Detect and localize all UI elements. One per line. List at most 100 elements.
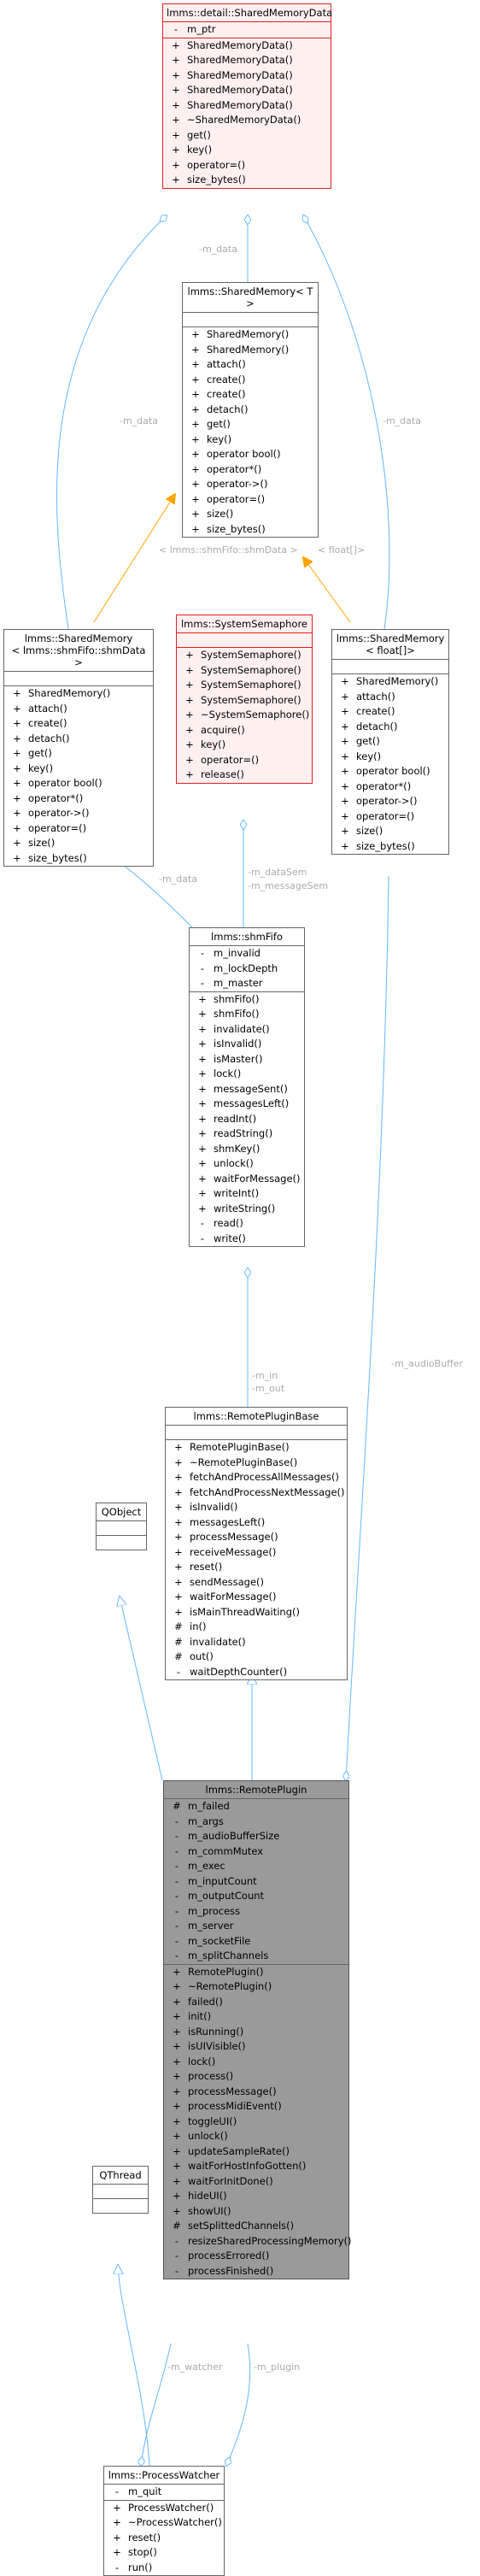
attribute-row[interactable]: -m_quit	[104, 2485, 224, 2500]
class-box-shared-memory-shmdata[interactable]: lmms::SharedMemory< lmms::shmFifo::shmDa…	[3, 629, 154, 867]
attribute-row[interactable]: -m_inputCount	[164, 1874, 348, 1890]
method-row[interactable]: +toggleUI()	[164, 2114, 348, 2130]
method-row[interactable]: #invalidate()	[166, 1635, 347, 1650]
method-row[interactable]: +isMainThreadWaiting()	[166, 1605, 347, 1620]
class-box-shared-memory-float[interactable]: lmms::SharedMemory< float[]>+SharedMemor…	[331, 629, 449, 855]
method-row[interactable]: +key()	[332, 750, 448, 765]
method-row[interactable]: +shmFifo()	[190, 992, 304, 1008]
method-row[interactable]: +operator->()	[183, 477, 318, 492]
class-box-qobject[interactable]: QObject	[96, 1503, 147, 1550]
method-row[interactable]: +isInvalid()	[166, 1500, 347, 1515]
attribute-row[interactable]: #m_failed	[164, 1799, 348, 1814]
method-row[interactable]: -processErrored()	[164, 2249, 348, 2264]
method-row[interactable]: +~SystemSemaphore()	[177, 708, 312, 723]
method-row[interactable]: +waitForMessage()	[166, 1590, 347, 1605]
method-row[interactable]: +reset()	[104, 2531, 224, 2546]
attribute-row[interactable]: -m_splitChannels	[164, 1949, 348, 1964]
method-row[interactable]: +shmFifo()	[190, 1007, 304, 1022]
method-row[interactable]: +~ProcessWatcher()	[104, 2515, 224, 2531]
method-row[interactable]: +stop()	[104, 2545, 224, 2561]
method-row[interactable]: #out()	[166, 1650, 347, 1665]
attribute-row[interactable]: -m_commMutex	[164, 1844, 348, 1860]
method-row[interactable]: +waitForMessage()	[190, 1172, 304, 1187]
method-row[interactable]: +operator*()	[4, 791, 153, 807]
method-row[interactable]: +SharedMemory()	[332, 674, 448, 690]
class-box-remote-plugin[interactable]: lmms::RemotePlugin#m_failed-m_args-m_aud…	[163, 1780, 352, 2279]
method-row[interactable]: +operator bool()	[4, 776, 153, 791]
method-row[interactable]: +size()	[332, 824, 448, 839]
method-row[interactable]: +SharedMemoryData()	[163, 38, 331, 54]
method-row[interactable]: +SharedMemoryData()	[163, 98, 331, 114]
attribute-row[interactable]: -m_outputCount	[164, 1889, 348, 1904]
method-row[interactable]: +size()	[183, 507, 318, 522]
method-row[interactable]: +size_bytes()	[163, 173, 331, 188]
attribute-row[interactable]: -m_invalid	[190, 946, 304, 962]
method-row[interactable]: +receiveMessage()	[166, 1545, 347, 1561]
method-row[interactable]: -read()	[190, 1216, 304, 1232]
method-row[interactable]: +~RemotePluginBase()	[166, 1456, 347, 1471]
method-row[interactable]: +waitForInitDone()	[164, 2174, 348, 2190]
method-row[interactable]: +isMaster()	[190, 1052, 304, 1067]
attribute-row[interactable]: -m_audioBufferSize	[164, 1829, 348, 1844]
method-row[interactable]: +create()	[183, 387, 318, 403]
class-box-shared-memory-template[interactable]: lmms::SharedMemory< T >+SharedMemory()+S…	[182, 282, 319, 538]
method-row[interactable]: +ProcessWatcher()	[104, 2501, 224, 2516]
method-row[interactable]: -processFinished()	[164, 2264, 348, 2279]
method-row[interactable]: +get()	[163, 128, 331, 144]
attribute-row[interactable]: -m_server	[164, 1919, 348, 1934]
method-row[interactable]: +size_bytes()	[4, 851, 153, 867]
method-row[interactable]: +size_bytes()	[332, 839, 448, 855]
method-row[interactable]: +writeInt()	[190, 1186, 304, 1202]
method-row[interactable]: +get()	[183, 417, 318, 432]
method-row[interactable]: +writeString()	[190, 1202, 304, 1217]
method-row[interactable]: +create()	[4, 716, 153, 732]
method-row[interactable]: +SharedMemory()	[183, 327, 318, 343]
method-row[interactable]: +SharedMemory()	[183, 343, 318, 358]
method-row[interactable]: +sendMessage()	[166, 1575, 347, 1591]
method-row[interactable]: +key()	[163, 143, 331, 158]
method-row[interactable]: +release()	[177, 768, 312, 783]
method-row[interactable]: +operator*()	[332, 779, 448, 795]
method-row[interactable]: +unlock()	[164, 2129, 348, 2144]
method-row[interactable]: +operator bool()	[183, 447, 318, 462]
method-row[interactable]: +fetchAndProcessNextMessage()	[166, 1485, 347, 1501]
method-row[interactable]: +key()	[177, 738, 312, 753]
method-row[interactable]: +isInvalid()	[190, 1037, 304, 1052]
class-box-system-semaphore[interactable]: lmms::SystemSemaphore+SystemSemaphore()+…	[176, 615, 313, 784]
method-row[interactable]: +processMessage()	[164, 2085, 348, 2100]
attribute-row[interactable]: -m_process	[164, 1904, 348, 1920]
attribute-row[interactable]: -m_ptr	[163, 22, 331, 38]
method-row[interactable]: +SystemSemaphore()	[177, 648, 312, 663]
method-row[interactable]: +attach()	[4, 702, 153, 717]
method-row[interactable]: +SystemSemaphore()	[177, 663, 312, 679]
method-row[interactable]: +messagesLeft()	[166, 1515, 347, 1531]
method-row[interactable]: -run()	[104, 2561, 224, 2576]
method-row[interactable]: +RemotePlugin()	[164, 1965, 348, 1980]
method-row[interactable]: +SystemSemaphore()	[177, 678, 312, 693]
method-row[interactable]: +get()	[332, 734, 448, 750]
method-row[interactable]: +size()	[4, 836, 153, 851]
attribute-row[interactable]: -m_lockDepth	[190, 962, 304, 977]
method-row[interactable]: +SharedMemoryData()	[163, 83, 331, 98]
class-box-remote-plugin-base[interactable]: lmms::RemotePluginBase+RemotePluginBase(…	[165, 1407, 348, 1680]
method-row[interactable]: +~SharedMemoryData()	[163, 113, 331, 128]
method-row[interactable]: +operator bool()	[332, 764, 448, 779]
method-row[interactable]: +readString()	[190, 1126, 304, 1142]
attribute-row[interactable]: -m_socketFile	[164, 1934, 348, 1950]
method-row[interactable]: +reset()	[166, 1560, 347, 1575]
method-row[interactable]: +acquire()	[177, 723, 312, 738]
method-row[interactable]: +messageSent()	[190, 1082, 304, 1097]
method-row[interactable]: +isUIVisible()	[164, 2039, 348, 2055]
method-row[interactable]: +SharedMemoryData()	[163, 53, 331, 68]
method-row[interactable]: +operator=()	[183, 492, 318, 508]
method-row[interactable]: +detach()	[4, 732, 153, 747]
method-row[interactable]: +messagesLeft()	[190, 1097, 304, 1112]
method-row[interactable]: +isRunning()	[164, 2025, 348, 2040]
method-row[interactable]: +operator=()	[177, 753, 312, 768]
method-row[interactable]: -write()	[190, 1232, 304, 1247]
method-row[interactable]: +processMessage()	[166, 1530, 347, 1545]
method-row[interactable]: #in()	[166, 1620, 347, 1635]
class-box-qthread[interactable]: QThread	[92, 2166, 149, 2214]
method-row[interactable]: +key()	[183, 432, 318, 448]
method-row[interactable]: +lock()	[190, 1067, 304, 1082]
